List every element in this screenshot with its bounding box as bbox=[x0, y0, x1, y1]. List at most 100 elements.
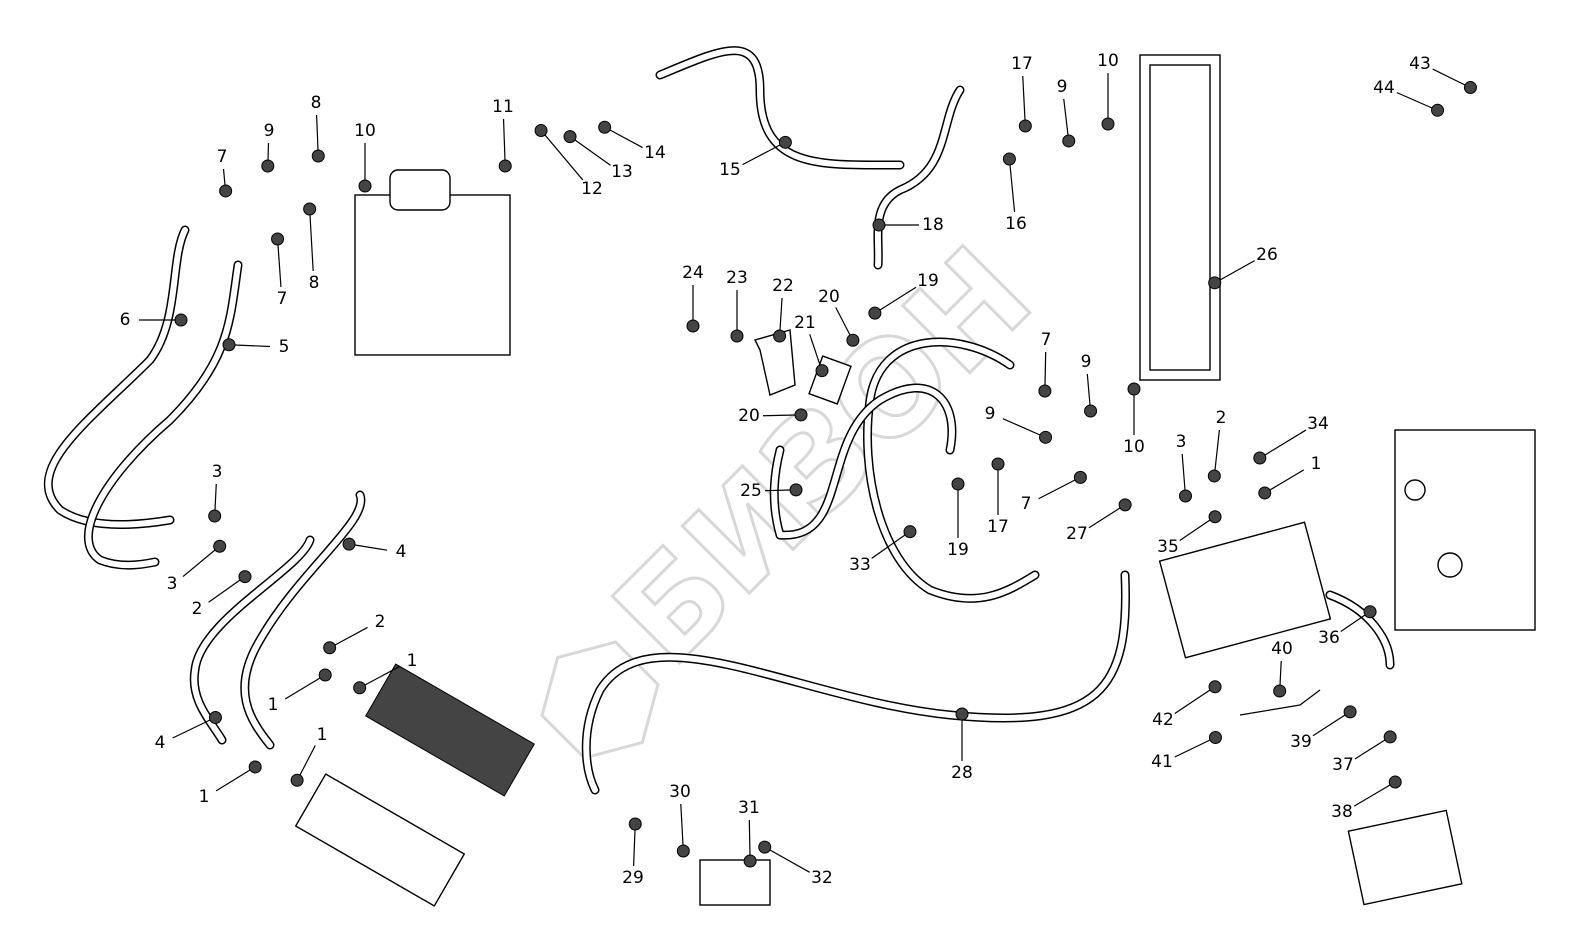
main-pump bbox=[1158, 521, 1332, 659]
callout-4: 4 bbox=[155, 733, 166, 753]
control-valve bbox=[365, 663, 535, 797]
fitting-42 bbox=[1208, 680, 1222, 694]
leader-line bbox=[1179, 519, 1211, 542]
fitting-20 bbox=[794, 408, 808, 422]
leader-line bbox=[764, 489, 791, 492]
leader-line bbox=[1264, 429, 1307, 456]
fitting-17 bbox=[991, 457, 1005, 471]
callout-3: 3 bbox=[167, 574, 178, 594]
fitting-29 bbox=[628, 817, 642, 831]
leader-line bbox=[172, 719, 211, 739]
callout-20: 20 bbox=[738, 406, 760, 426]
callout-9: 9 bbox=[985, 404, 996, 424]
callout-4: 4 bbox=[396, 542, 407, 562]
callout-17: 17 bbox=[1011, 54, 1033, 74]
hoses bbox=[43, 46, 1395, 795]
callout-33: 33 bbox=[849, 555, 871, 575]
fitting-39 bbox=[1343, 705, 1357, 719]
callout-6: 6 bbox=[120, 310, 131, 330]
fitting-9 bbox=[1039, 430, 1053, 444]
leader-line bbox=[748, 819, 751, 856]
fitting-2 bbox=[323, 641, 337, 655]
fitting-22 bbox=[773, 329, 787, 343]
callout-18: 18 bbox=[922, 215, 944, 235]
callout-3: 3 bbox=[212, 462, 223, 482]
leader-line bbox=[222, 168, 226, 186]
leader-line bbox=[680, 803, 684, 846]
components bbox=[294, 54, 1536, 907]
fitting-33 bbox=[903, 525, 917, 539]
leader-line bbox=[1353, 784, 1391, 807]
callout-5: 5 bbox=[279, 337, 290, 357]
leader-line bbox=[779, 297, 783, 331]
callout-8: 8 bbox=[309, 273, 320, 293]
hydraulic-tank bbox=[354, 194, 511, 356]
leader-line bbox=[574, 139, 611, 166]
fitting-34 bbox=[1253, 451, 1267, 465]
fitting-19 bbox=[951, 477, 965, 491]
leader-line bbox=[1219, 260, 1255, 281]
leader-line bbox=[1063, 98, 1069, 136]
callout-2: 2 bbox=[192, 599, 203, 619]
leader-line bbox=[284, 677, 321, 700]
leader-line bbox=[835, 307, 851, 336]
callout-23: 23 bbox=[726, 268, 748, 288]
callout-37: 37 bbox=[1332, 755, 1354, 775]
fitting-18 bbox=[872, 218, 886, 232]
fitting-37 bbox=[1383, 730, 1397, 744]
callout-30: 30 bbox=[669, 782, 691, 802]
fitting-3 bbox=[208, 509, 222, 523]
callout-25: 25 bbox=[740, 481, 762, 501]
fitting-2 bbox=[1207, 469, 1221, 483]
gearbox bbox=[1394, 429, 1536, 631]
leader-line bbox=[1009, 164, 1016, 213]
callout-31: 31 bbox=[738, 798, 760, 818]
cylinder-block bbox=[294, 773, 466, 907]
fitting-24 bbox=[686, 319, 700, 333]
fitting-43 bbox=[1463, 81, 1477, 95]
valve-block bbox=[699, 859, 771, 906]
callout-9: 9 bbox=[264, 121, 275, 141]
callout-22: 22 bbox=[772, 276, 794, 296]
callout-16: 16 bbox=[1005, 214, 1027, 234]
fitting-3 bbox=[213, 539, 227, 553]
callout-2: 2 bbox=[375, 612, 386, 632]
callout-29: 29 bbox=[622, 868, 644, 888]
leader-line bbox=[1044, 351, 1047, 386]
fitting-35 bbox=[1208, 510, 1222, 524]
callout-28: 28 bbox=[951, 763, 973, 783]
callout-1: 1 bbox=[199, 787, 210, 807]
leader-line bbox=[769, 849, 810, 873]
leader-line bbox=[182, 549, 216, 578]
callout-17: 17 bbox=[987, 517, 1009, 537]
leader-line bbox=[214, 483, 217, 511]
fitting-9 bbox=[1062, 134, 1076, 148]
fitting-44 bbox=[1431, 103, 1445, 117]
leader-line bbox=[871, 534, 906, 559]
aux-pump bbox=[1347, 809, 1463, 906]
fitting-32 bbox=[758, 840, 772, 854]
fitting-19 bbox=[868, 306, 882, 320]
fitting-31 bbox=[743, 854, 757, 868]
fitting-13 bbox=[563, 130, 577, 144]
fitting-30 bbox=[676, 844, 690, 858]
callout-42: 42 bbox=[1152, 710, 1174, 730]
fitting-17 bbox=[1018, 119, 1032, 133]
fitting-1 bbox=[353, 681, 367, 695]
leader-line bbox=[762, 414, 796, 417]
fitting-7 bbox=[1038, 384, 1052, 398]
callout-14: 14 bbox=[644, 143, 666, 163]
leader-line bbox=[1174, 739, 1211, 758]
callout-40: 40 bbox=[1271, 639, 1293, 659]
leader-line bbox=[309, 214, 314, 272]
fitting-38 bbox=[1388, 775, 1402, 789]
callout-38: 38 bbox=[1331, 802, 1353, 822]
leader-line bbox=[1002, 418, 1041, 436]
leader-line bbox=[1340, 614, 1366, 633]
leader-lines bbox=[139, 68, 1466, 873]
leader-line bbox=[879, 286, 917, 311]
fitting-10 bbox=[1101, 117, 1115, 131]
fitting-28 bbox=[955, 707, 969, 721]
leader-line bbox=[632, 829, 636, 867]
leader-line bbox=[334, 626, 368, 646]
